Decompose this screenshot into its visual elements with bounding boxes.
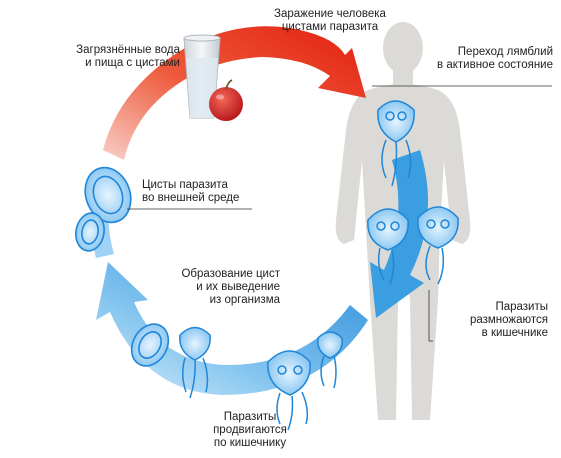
trophozoite-activation: [377, 100, 415, 187]
apple: [209, 79, 243, 121]
trophozoite-multiplying-1: [367, 208, 409, 285]
cyst-cluster-environment: [75, 166, 132, 252]
label-cysts-environment: Цисты паразита во внешней среде: [142, 179, 240, 204]
trophozoite-1: [179, 326, 211, 399]
label-multiply: Паразиты размножаются в кишечнике: [469, 301, 548, 339]
label-move: Паразиты продвигаются по кишечнику: [213, 411, 287, 449]
label-water-food: Загрязнённые вода и пища с цистами: [76, 44, 180, 69]
cyst-bottom-left: [130, 323, 170, 367]
leader-lines: [127, 85, 552, 342]
trophozoite-2: [267, 350, 311, 431]
label-active-state: Переход лямблий в активное состояние: [437, 46, 553, 71]
label-cyst-formation: Образование цист и их выведение из орган…: [181, 268, 280, 306]
trophozoite-3: [317, 331, 343, 389]
trophozoite-multiplying-2: [417, 206, 459, 285]
label-infection: Заражение человека цистами паразита: [274, 8, 386, 33]
red-cycle-arrow: [103, 26, 366, 160]
